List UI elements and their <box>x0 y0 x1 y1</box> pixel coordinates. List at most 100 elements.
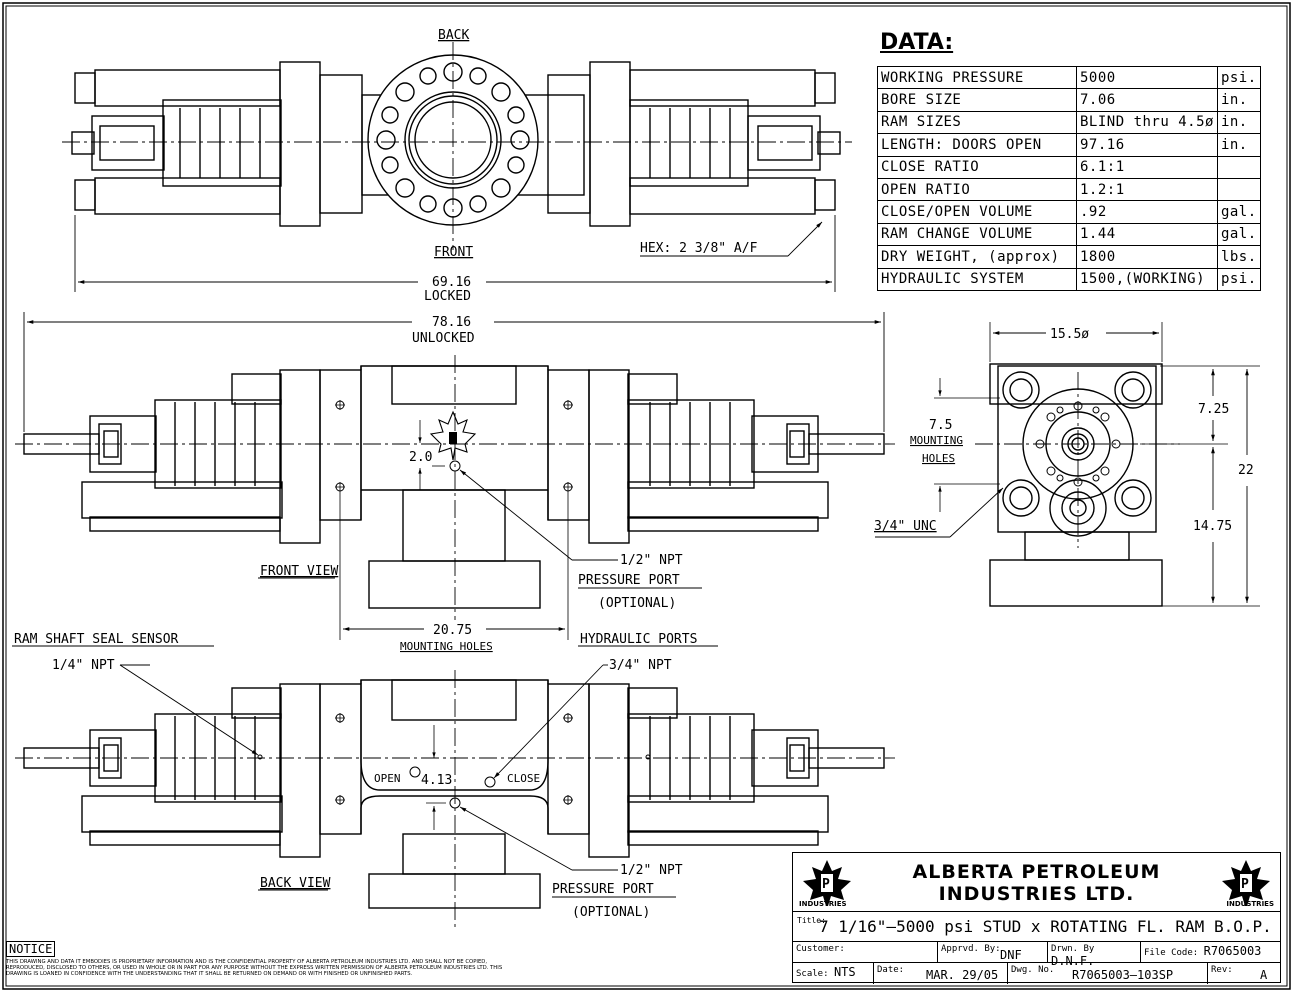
dim-4-13: 4.13 <box>421 773 452 788</box>
quarter-npt-note: 1/4" NPT <box>52 658 115 673</box>
data-label-cell: BORE SIZE <box>877 88 1077 112</box>
data-unit-cell <box>1216 177 1261 202</box>
data-label-cell: OPEN RATIO <box>877 177 1077 202</box>
dim-unlocked-value: 78.16 <box>432 315 471 330</box>
dim-22: 22 <box>1238 463 1254 478</box>
back-label: BACK <box>438 28 469 43</box>
front-view <box>23 365 885 609</box>
dim-7-5: 7.5 <box>929 418 952 433</box>
data-value-cell: 6.1:1 <box>1076 155 1218 179</box>
company-line-2: INDUSTRIES LTD. <box>938 883 1135 905</box>
date-cell: Date: MAR. 29/05 <box>873 963 1007 984</box>
notice-heading: NOTICE <box>6 941 56 957</box>
data-unit-cell: in. <box>1216 133 1261 157</box>
data-label-cell: WORKING PRESSURE <box>877 65 1077 90</box>
logo-text-left: INDUSTRIES <box>799 900 847 908</box>
customer-cell: Customer: <box>796 944 845 954</box>
front-pressure-port: PRESSURE PORT <box>578 573 680 588</box>
data-unit-cell: psi. <box>1216 267 1261 291</box>
title-block: P P INDUSTRIES INDUSTRIES ALBERTA PETROL… <box>792 852 1282 984</box>
data-value-cell: 97.16 <box>1076 133 1218 157</box>
notice-text: THIS DRAWING AND DATA IT EMBODIES IS PRO… <box>6 959 503 978</box>
data-label-cell: CLOSE/OPEN VOLUME <box>877 200 1077 224</box>
back-view <box>23 679 885 909</box>
close-label: CLOSE <box>507 772 540 785</box>
data-value-cell: 1.44 <box>1076 222 1218 247</box>
data-unit-cell <box>1216 155 1261 179</box>
notice: NOTICE THIS DRAWING AND DATA IT EMBODIES… <box>6 941 516 978</box>
back-view-label: BACK VIEW <box>260 876 331 891</box>
data-unit-cell: psi. <box>1216 65 1261 90</box>
maple-leaf-logo-icon: P <box>803 860 851 906</box>
hex-note: HEX: 2 3/8" A/F <box>640 241 758 256</box>
data-label-cell: RAM SIZES <box>877 110 1077 135</box>
front-view-label: FRONT VIEW <box>260 564 338 579</box>
data-value-cell: 1800 <box>1076 245 1218 269</box>
data-unit-cell: gal. <box>1216 200 1261 224</box>
data-value-cell: BLIND thru 4.5ø <box>1076 110 1218 135</box>
apprvd-cell: Apprvd. By: DNF <box>937 942 1047 963</box>
front-label: FRONT <box>434 245 473 260</box>
data-value-cell: 7.06 <box>1076 88 1218 112</box>
data-unit-cell: in. <box>1216 88 1261 112</box>
three-quarter-npt-note: 3/4" NPT <box>609 658 672 673</box>
hydraulic-ports-label: HYDRAULIC PORTS <box>580 632 697 647</box>
data-value-cell: .92 <box>1076 200 1218 224</box>
top-view <box>71 54 841 227</box>
ram-shaft-seal-sensor: RAM SHAFT SEAL SENSOR <box>14 632 179 647</box>
drwn-cell: Drwn. By D.N.F. <box>1047 942 1140 968</box>
data-value-cell: 1.2:1 <box>1076 177 1218 202</box>
drawing-title: 7 1/16"—5000 psi STUD x ROTATING FL. RAM… <box>819 917 1272 936</box>
info-row-2: Scale: NTS Date: MAR. 29/05 Dwg. No. R70… <box>793 962 1280 984</box>
info-row-1: Customer: Apprvd. By: DNF Drwn. By D.N.F… <box>793 941 1282 968</box>
data-unit-cell: in. <box>1216 110 1261 135</box>
dim-locked-value: 69.16 <box>432 275 471 290</box>
sheet-inner-border <box>5 5 1288 987</box>
data-title: DATA: <box>880 30 954 55</box>
data-label-cell: CLOSE RATIO <box>877 155 1077 179</box>
logo-text-right: INDUSTRIES <box>1226 900 1274 908</box>
data-label-cell: LENGTH: DOORS OPEN <box>877 133 1077 157</box>
company-line-1: ALBERTA PETROLEUM <box>912 861 1161 883</box>
title-row: Title: 7 1/16"—5000 psi STUD x ROTATING … <box>793 911 1280 942</box>
data-value-cell: 1500,(WORKING) <box>1076 267 1218 291</box>
front-npt-note: 1/2" NPT <box>620 553 683 568</box>
dim-15-5: 15.5ø <box>1050 327 1089 342</box>
title-label: Title: <box>797 916 826 925</box>
dim-unlocked-label: UNLOCKED <box>412 331 475 346</box>
maple-leaf-logo-icon-right: P <box>1222 860 1270 906</box>
dim-7-25: 7.25 <box>1198 402 1229 417</box>
dim-20-75: 20.75 <box>433 623 472 638</box>
svg-text:P: P <box>822 877 830 892</box>
data-label-cell: RAM CHANGE VOLUME <box>877 222 1077 247</box>
mounting-label: MOUNTING <box>910 434 963 447</box>
company-name: ALBERTA PETROLEUM INDUSTRIES LTD. <box>853 861 1220 905</box>
dwg-cell: Dwg. No. R7065003—103SP <box>1007 963 1207 984</box>
back-npt-note: 1/2" NPT <box>620 863 683 878</box>
dim-14-75: 14.75 <box>1193 519 1232 534</box>
holes-label: HOLES <box>922 452 955 465</box>
dim-locked-label: LOCKED <box>424 289 471 304</box>
mounting-holes-label: MOUNTING HOLES <box>400 640 493 653</box>
data-label-cell: HYDRAULIC SYSTEM <box>877 267 1077 291</box>
rev-cell: Rev: A <box>1207 963 1282 984</box>
dim-2-0: 2.0 <box>409 450 432 465</box>
data-unit-cell: lbs. <box>1216 245 1261 269</box>
data-label-cell: DRY WEIGHT, (approx) <box>877 245 1077 269</box>
file-code-cell: File Code: R7065003 <box>1140 942 1282 963</box>
back-optional: (OPTIONAL) <box>572 905 650 920</box>
open-label: OPEN <box>374 772 401 785</box>
